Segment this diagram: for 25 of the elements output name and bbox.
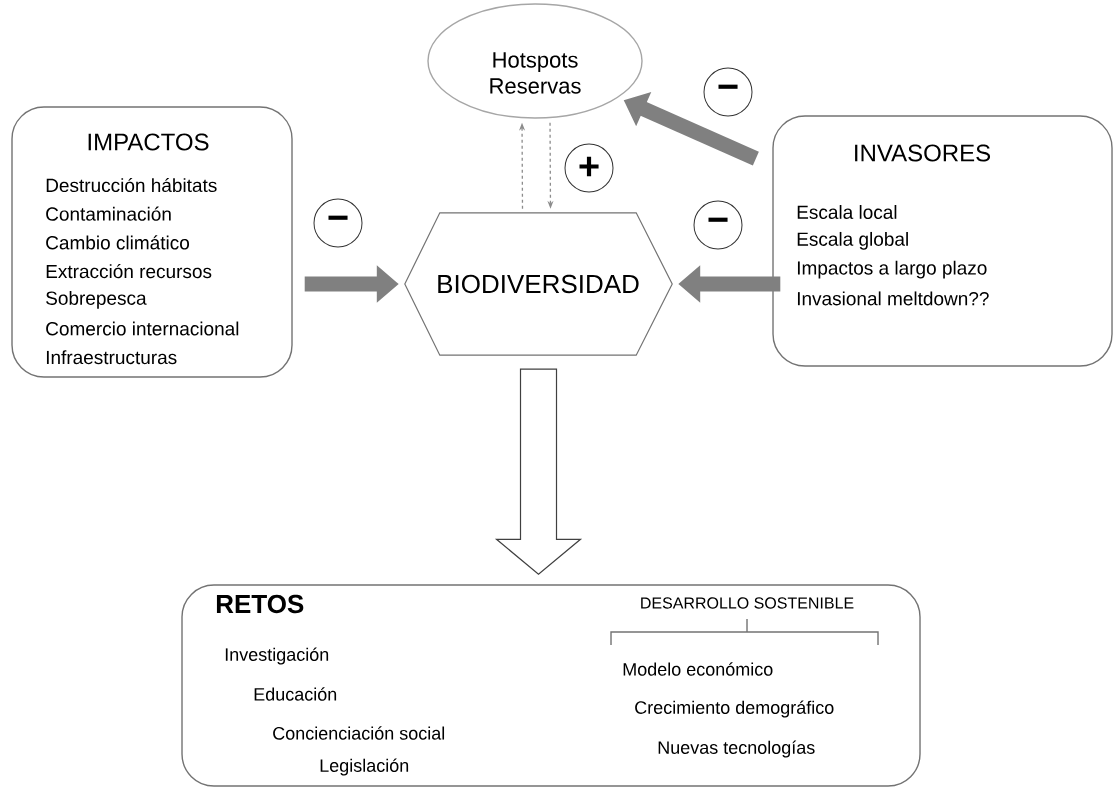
list-item: Escala global [797, 231, 908, 250]
list-item: Cambio climático [46, 235, 189, 250]
box-heading: INVASORES [855, 144, 991, 162]
list-item: Extracción recursos [46, 264, 212, 279]
section-heading: DESARROLLO SOSTENIBLE [641, 597, 854, 609]
node-text: Hotspots Reservas [490, 52, 581, 94]
list-item: Infraestructuras [46, 350, 177, 365]
list-item: Educación [254, 687, 337, 701]
list-item: Investigación [225, 647, 329, 665]
box-heading: RETOS [216, 594, 304, 614]
list-item: Invasional meltdown?? [797, 291, 989, 306]
list-item: Crecimiento demográfico [635, 700, 834, 718]
list-item: Impactos a largo plazo [797, 260, 987, 279]
list-item: Destrucción hábitats [46, 177, 217, 193]
list-item: Nuevas tecnologías [658, 740, 815, 758]
list-item: Sobrepesca [46, 290, 147, 309]
list-item: Escala local [797, 205, 897, 219]
list-item: Contaminación [46, 206, 171, 221]
list-item: Concienciación social [273, 726, 445, 740]
list-item: Legislación [320, 758, 409, 776]
hollow-arrow [494, 368, 583, 576]
list-item: Comercio internacional [46, 321, 239, 336]
node-text: BIODIVERSIDAD [438, 274, 639, 294]
box-heading: IMPACTOS [88, 133, 209, 151]
list-item: Modelo económico [623, 662, 773, 676]
